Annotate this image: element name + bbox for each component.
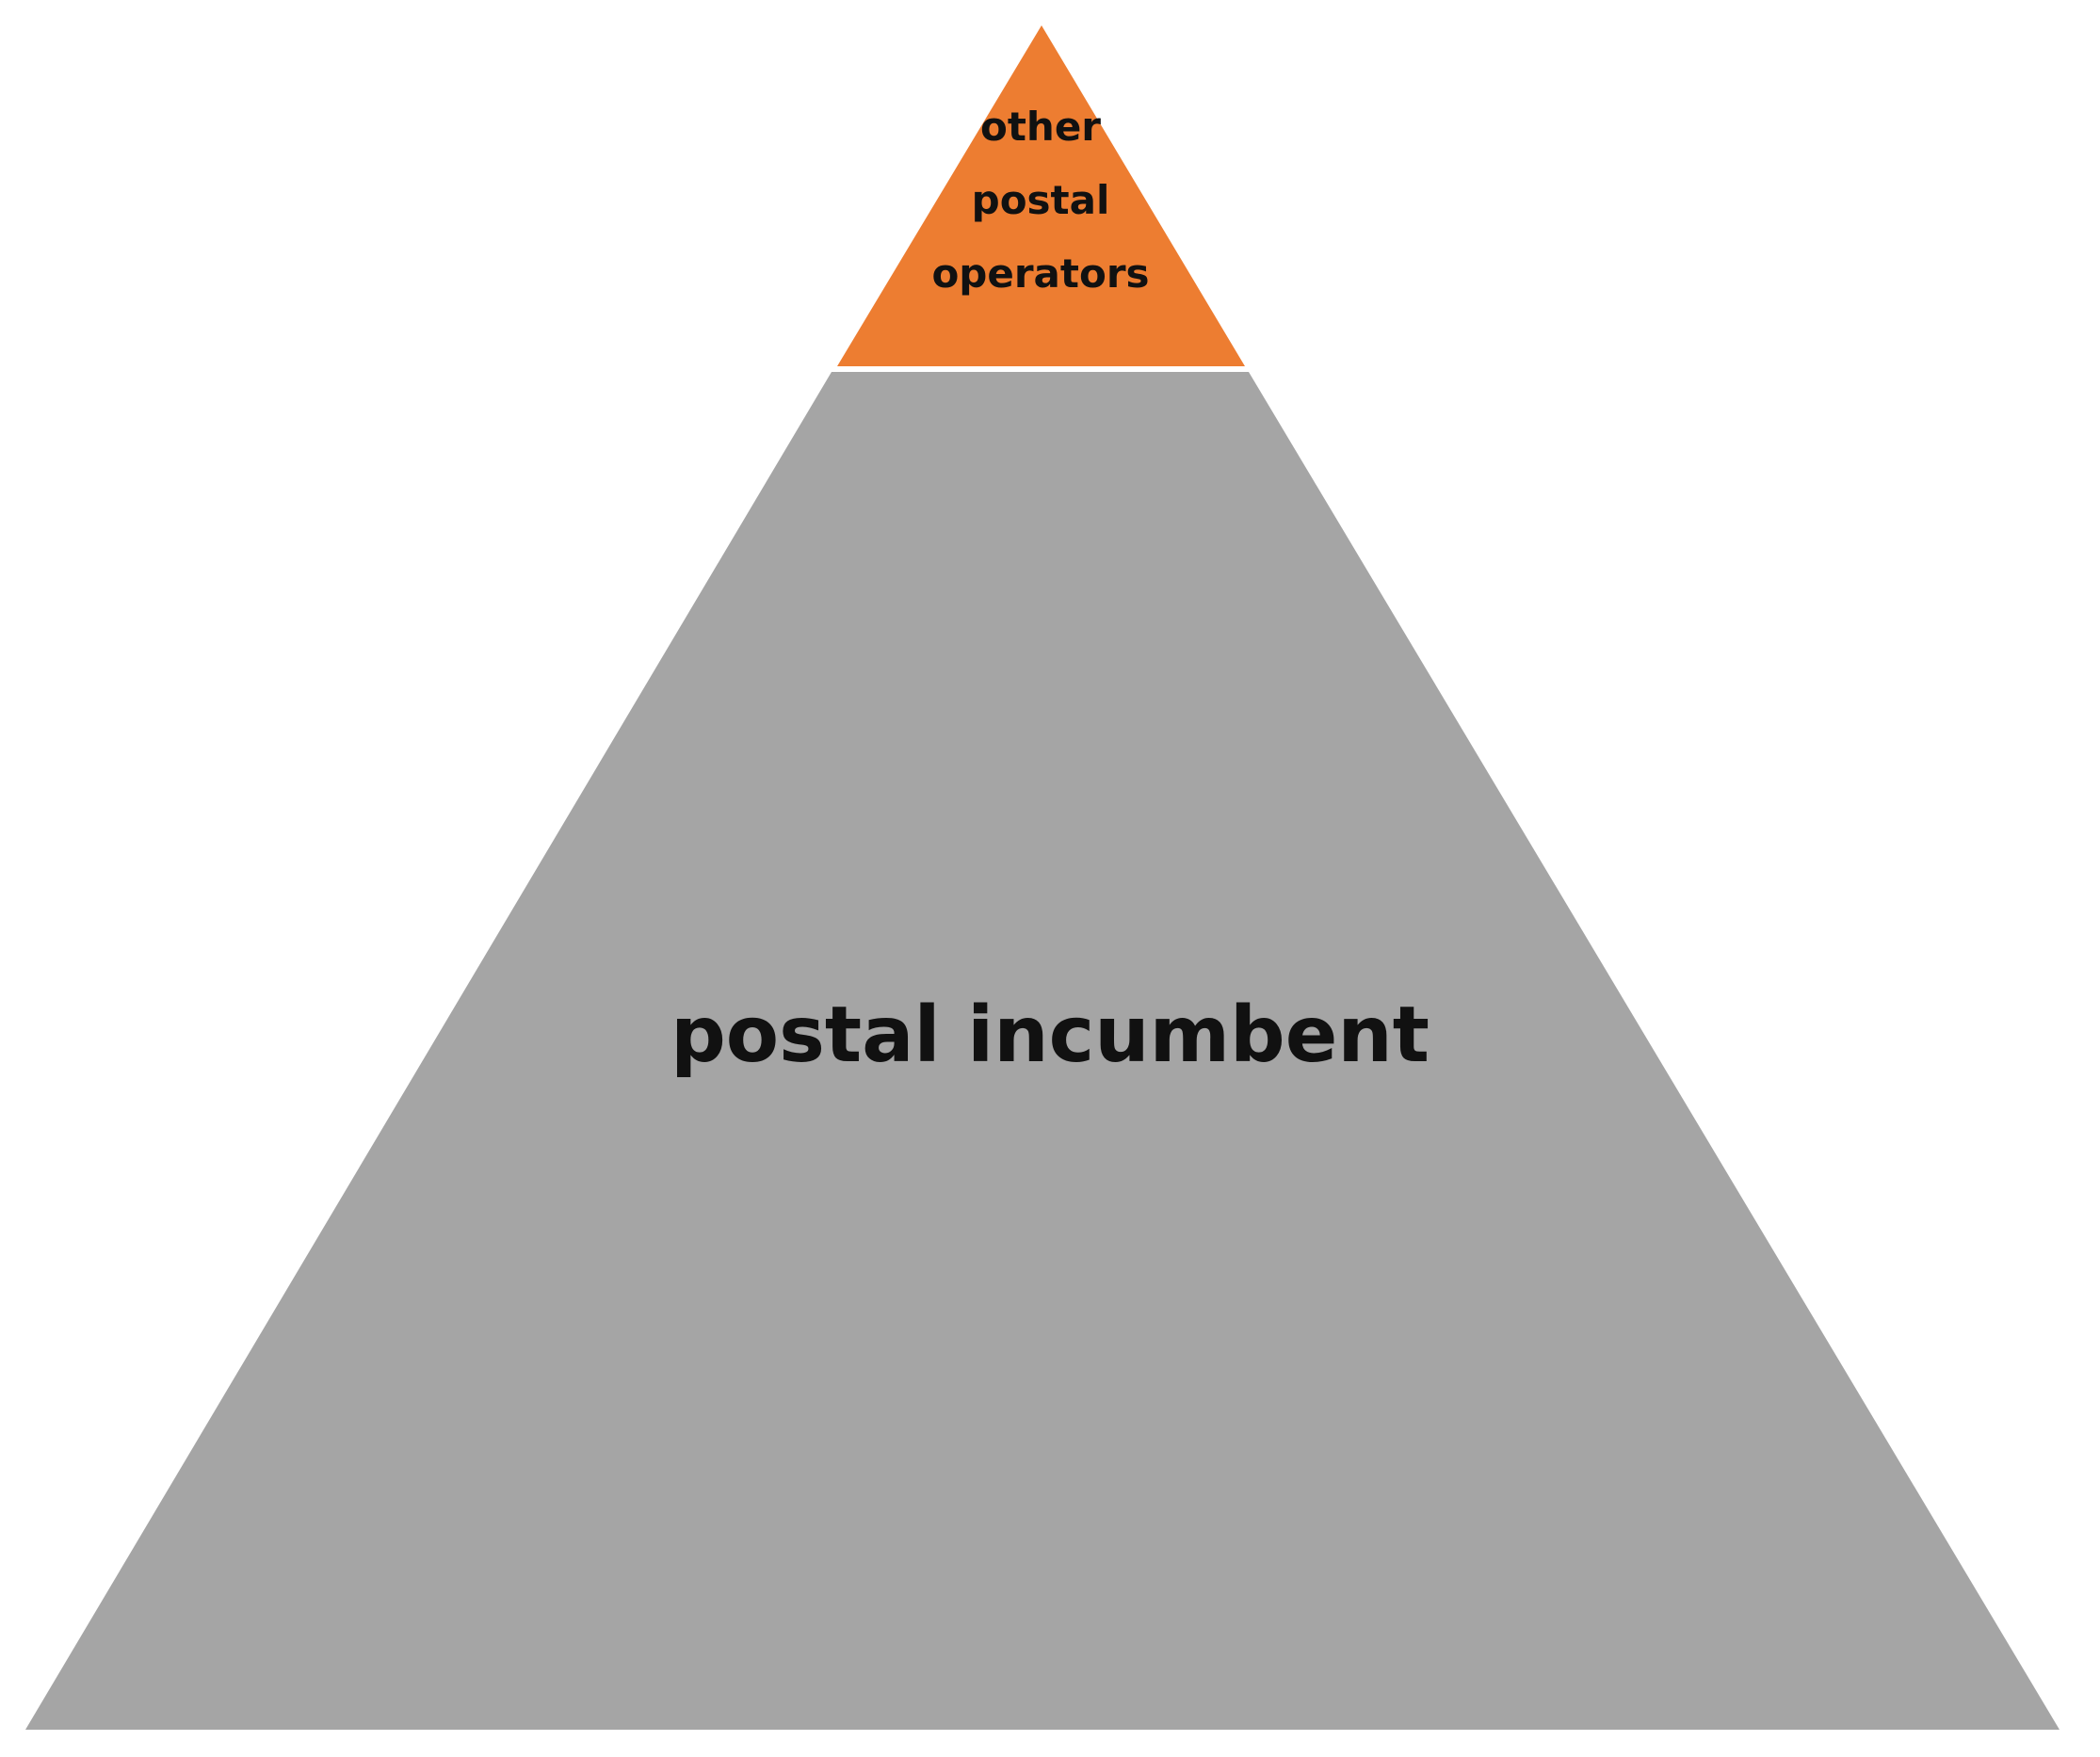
top-label-line-1: other [979,104,1102,150]
top-label-line-2: postal [971,177,1110,223]
top-label-line-3: operators [931,250,1150,297]
bottom-segment-label: postal incumbent [670,991,1430,1080]
top-segment-label: other postal operators [923,90,1158,311]
pyramid-top-segment [837,25,1245,366]
pyramid-bottom-segment [25,372,2060,1730]
